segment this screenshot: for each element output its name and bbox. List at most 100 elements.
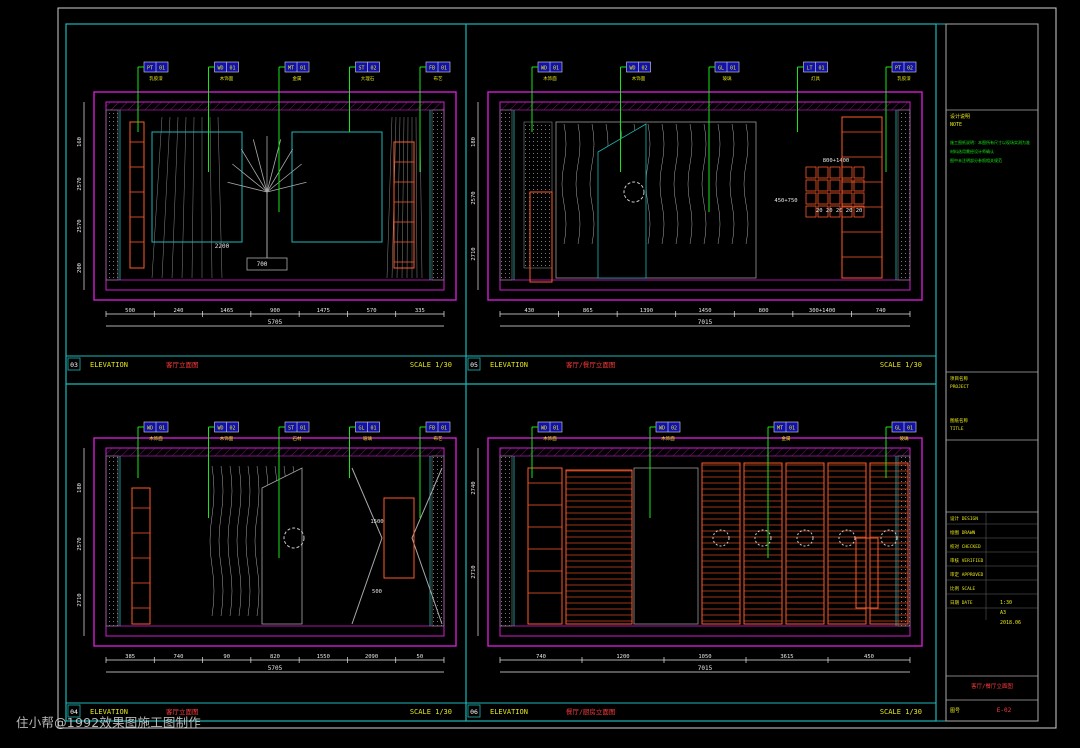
window-right bbox=[291, 131, 383, 243]
side-box bbox=[855, 537, 879, 609]
dimension-value: 740 bbox=[876, 308, 886, 314]
vertical-dimension-value: 2710 bbox=[471, 565, 477, 578]
tag-code: WD bbox=[147, 426, 153, 432]
wine-rack-cell bbox=[829, 166, 841, 179]
room-title: 客厅立面图 bbox=[166, 707, 199, 716]
curtain-line bbox=[386, 116, 393, 279]
dimension-value: 570 bbox=[367, 308, 377, 314]
curtain-line bbox=[217, 116, 223, 279]
table-value: 1:30 bbox=[1000, 600, 1012, 606]
vertical-dimension-value: 180 bbox=[77, 483, 83, 493]
tag-number: 02 bbox=[370, 66, 376, 72]
right-column bbox=[431, 109, 445, 281]
slatted-door bbox=[565, 469, 633, 625]
curtain-line bbox=[181, 116, 187, 279]
plant-leaf bbox=[266, 139, 282, 193]
ceiling-band bbox=[499, 101, 911, 111]
plant-leaf bbox=[266, 148, 294, 193]
tag-number: 01 bbox=[818, 66, 824, 72]
tag-code: WD bbox=[541, 66, 547, 72]
rack-label: 800+1400 bbox=[823, 158, 850, 164]
elevation-label: ELEVATION bbox=[90, 708, 128, 716]
tag-code: PT bbox=[895, 66, 901, 72]
ceiling-band bbox=[105, 447, 445, 457]
dimension-value: 1450 bbox=[698, 308, 711, 314]
wood-panel bbox=[555, 121, 757, 279]
tag-text: 乳胶漆 bbox=[897, 75, 911, 82]
table-row-label: 比例 SCALE bbox=[950, 585, 976, 592]
wine-rack-cell bbox=[829, 205, 841, 218]
curtain-line bbox=[191, 116, 195, 279]
wood-grain bbox=[245, 465, 251, 617]
tag-number: 01 bbox=[907, 426, 913, 432]
tag-text: 木饰面 bbox=[220, 435, 234, 442]
curtain-line bbox=[415, 116, 418, 279]
wall-outline bbox=[487, 91, 923, 301]
panel-number-box bbox=[67, 357, 81, 371]
wood-grain bbox=[659, 123, 665, 245]
dimension-value: 740 bbox=[173, 654, 183, 660]
tag-text: 布艺 bbox=[434, 435, 443, 442]
room-title: 客厅立面图 bbox=[166, 360, 199, 369]
plain-panel bbox=[633, 467, 699, 625]
plant-icon bbox=[227, 136, 307, 271]
title-block-bar bbox=[935, 23, 947, 722]
tag-text: 木饰面 bbox=[543, 75, 557, 82]
dimension-value: 500 bbox=[125, 308, 135, 314]
title-block-frame bbox=[945, 23, 1039, 722]
total-dimension-value: 7015 bbox=[698, 665, 713, 672]
tag-text: 灯具 bbox=[811, 75, 820, 82]
tag-number: 01 bbox=[159, 426, 165, 432]
tag-number: 01 bbox=[730, 66, 736, 72]
row-label: 20 20 20 20 20 bbox=[816, 208, 862, 214]
scale-label: SCALE 1/30 bbox=[410, 708, 452, 716]
wood-grain bbox=[218, 465, 224, 617]
scale-label: SCALE 1/30 bbox=[880, 361, 922, 369]
plant-leaf bbox=[252, 139, 268, 193]
cabinet-ornament bbox=[880, 529, 898, 547]
tag-code: GL bbox=[895, 426, 901, 432]
wood-grain bbox=[673, 123, 679, 245]
tag-number: 01 bbox=[370, 426, 376, 432]
plant-leaf bbox=[266, 181, 307, 193]
curtain-line bbox=[401, 116, 405, 279]
curtain-line bbox=[161, 116, 171, 279]
dimension-value: 900 bbox=[270, 308, 280, 314]
wine-rack-cell bbox=[817, 205, 829, 218]
dimension-value: 300+1400 bbox=[809, 308, 836, 314]
wood-grain bbox=[236, 465, 242, 617]
table-row-label: 日期 DATE bbox=[950, 600, 973, 606]
drawing-no-label: 图号 bbox=[950, 708, 960, 714]
diamond-panel bbox=[351, 467, 383, 625]
dimension-value: 3615 bbox=[780, 654, 793, 660]
tag-text: 金属 bbox=[293, 75, 302, 82]
dimension-value: 800 bbox=[759, 308, 769, 314]
left-column bbox=[499, 109, 513, 281]
dimension-value: 1550 bbox=[317, 654, 330, 660]
tag-code: WD bbox=[217, 66, 223, 72]
block-label: 项目名称 bbox=[950, 375, 968, 382]
elevation-label: ELEVATION bbox=[90, 361, 128, 369]
dimension-value: 1200 bbox=[616, 654, 629, 660]
tag-text: 木饰面 bbox=[149, 435, 163, 442]
vertical-dimension-value: 2710 bbox=[471, 247, 477, 260]
shelf-left bbox=[129, 121, 145, 269]
tag-number: 01 bbox=[300, 66, 306, 72]
tag-text: 木饰面 bbox=[661, 435, 675, 442]
shelf-left bbox=[131, 487, 151, 625]
side-label: 2200 bbox=[215, 243, 230, 250]
elevation-label: ELEVATION bbox=[490, 708, 528, 716]
cabinet-ornament bbox=[838, 529, 856, 547]
dimension-value: 1465 bbox=[220, 308, 233, 314]
